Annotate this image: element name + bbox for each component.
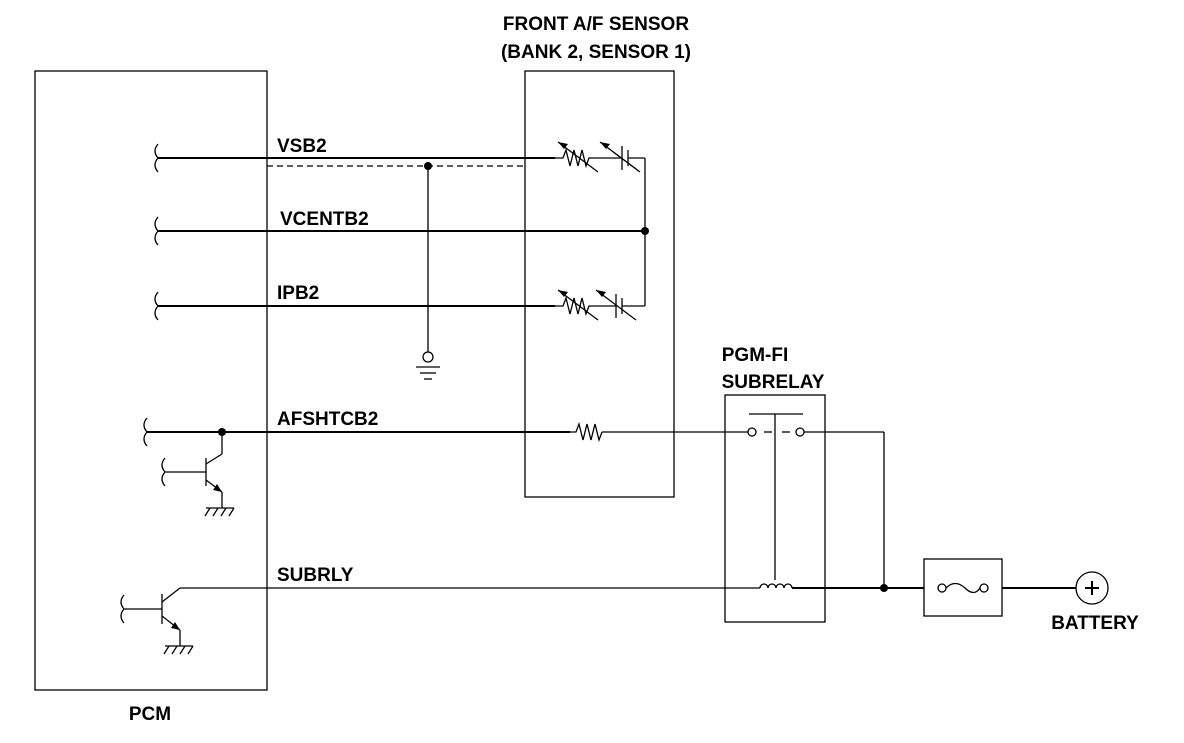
ipb2-label: IPB2 [277, 283, 319, 304]
relay-label-line2: SUBRELAY [722, 372, 825, 393]
fuse-symbol [923, 558, 1003, 617]
vcentb2-circuit: VCENTB2 [154, 209, 645, 246]
vsb2-label: VSB2 [277, 136, 327, 157]
connector-symbol [161, 457, 166, 487]
subrly-label: SUBRLY [277, 565, 354, 586]
heater-transistor-symbol [161, 432, 235, 517]
ground-symbol [416, 166, 440, 380]
variable-resistor-symbol [555, 147, 592, 169]
relay-label-line1: PGM-FI [722, 345, 789, 366]
afshtcb2-label: AFSHTCB2 [277, 409, 378, 430]
relay-transistor-symbol [120, 587, 194, 655]
heater-resistor-symbol [570, 421, 603, 443]
relay-coil-symbol [759, 583, 793, 589]
connector-symbol [154, 216, 159, 246]
connector-symbol [154, 143, 159, 173]
connector-symbol [143, 417, 148, 447]
sensor-label-line2: (BANK 2, SENSOR 1) [501, 42, 691, 63]
battery-symbol [1002, 571, 1109, 605]
vcentb2-label: VCENTB2 [280, 209, 369, 230]
battery-label: BATTERY [1051, 613, 1139, 634]
vsb2-circuit: VSB2 [154, 136, 645, 173]
junction-dot [880, 584, 888, 592]
relay-box [724, 394, 826, 623]
sensor-box [524, 70, 675, 498]
ipb2-circuit: IPB2 [154, 283, 645, 321]
subrly-circuit: SUBRLY [120, 565, 924, 655]
variable-resistor-symbol [555, 295, 592, 317]
sensor-label-line1: FRONT A/F SENSOR [503, 14, 689, 35]
relay-contacts [747, 413, 885, 588]
connector-symbol [154, 291, 159, 321]
pcm-label: PCM [129, 704, 171, 725]
connector-symbol [120, 594, 125, 624]
afshtcb2-circuit: AFSHTCB2 [143, 409, 748, 517]
pcm-box [34, 70, 268, 691]
